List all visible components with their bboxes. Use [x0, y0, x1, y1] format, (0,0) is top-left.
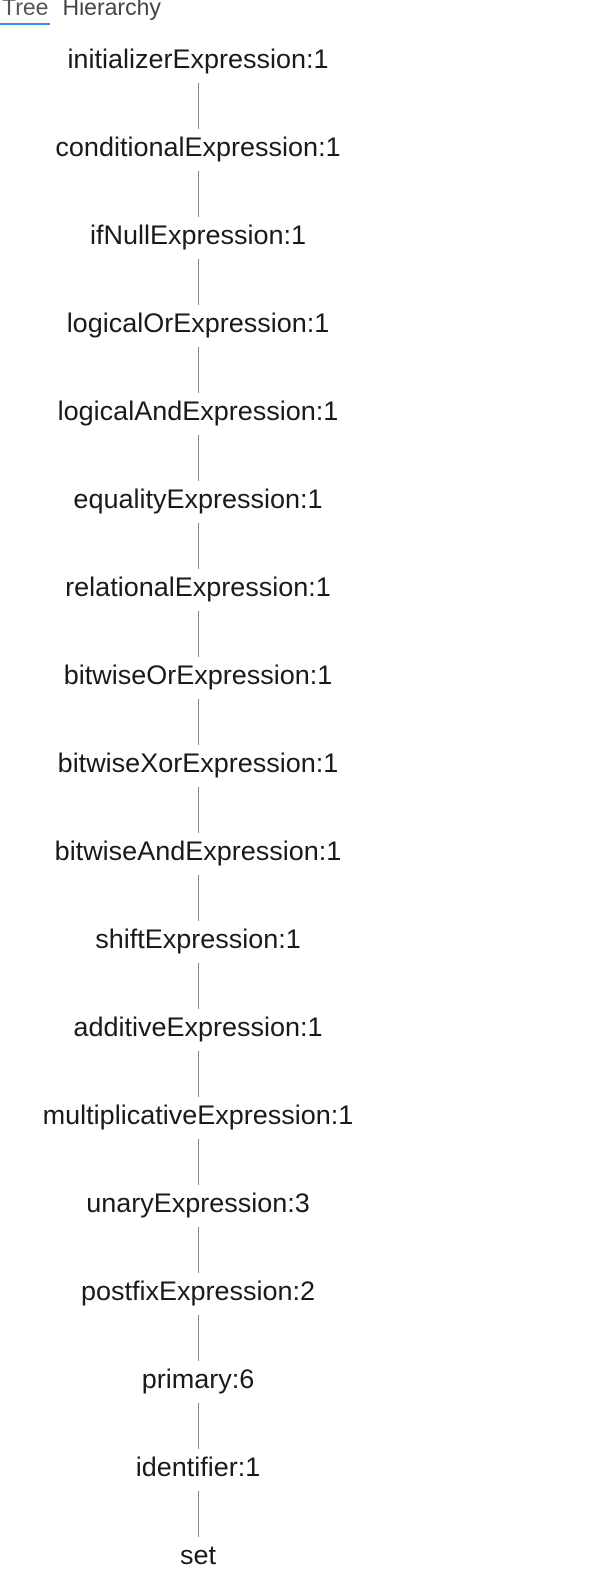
- tree-edge: [198, 1051, 199, 1097]
- tree-node[interactable]: identifier:1: [135, 1452, 261, 1482]
- tree-node[interactable]: initializerExpression:1: [67, 44, 329, 74]
- tree-node[interactable]: multiplicativeExpression:1: [42, 1100, 354, 1130]
- tree-edge: [198, 171, 199, 217]
- tree-edge: [198, 1227, 199, 1273]
- tree-edge: [198, 699, 199, 745]
- tree-edge: [198, 259, 199, 305]
- tree-node[interactable]: logicalOrExpression:1: [66, 308, 330, 338]
- tab-tree[interactable]: Tree: [0, 0, 51, 25]
- tree-edge: [198, 611, 199, 657]
- view-tabs: Tree Hierarchy: [0, 0, 173, 26]
- tree-node[interactable]: ifNullExpression:1: [89, 220, 307, 250]
- tree-node[interactable]: bitwiseXorExpression:1: [57, 748, 339, 778]
- tree-edge: [198, 347, 199, 393]
- tree-edge: [198, 963, 199, 1009]
- tree-edge: [198, 1315, 199, 1361]
- tree-node[interactable]: unaryExpression:3: [86, 1188, 310, 1218]
- tree-edge: [198, 875, 199, 921]
- tree-node[interactable]: logicalAndExpression:1: [57, 396, 339, 426]
- tree-edge: [198, 83, 199, 129]
- tree-edge: [198, 1491, 199, 1537]
- tree-node[interactable]: set: [179, 1540, 217, 1570]
- tree-edge: [198, 1403, 199, 1449]
- tree-node[interactable]: bitwiseOrExpression:1: [63, 660, 333, 690]
- tree-node[interactable]: relationalExpression:1: [65, 572, 331, 602]
- tab-hierarchy[interactable]: Hierarchy: [62, 0, 161, 20]
- tree-node[interactable]: conditionalExpression:1: [55, 132, 341, 162]
- tree-edge: [198, 1139, 199, 1185]
- tree-node[interactable]: shiftExpression:1: [95, 924, 301, 954]
- tree-edge: [198, 435, 199, 481]
- tree-node[interactable]: equalityExpression:1: [73, 484, 323, 514]
- tree-node[interactable]: postfixExpression:2: [80, 1276, 316, 1306]
- tree-node[interactable]: bitwiseAndExpression:1: [54, 836, 342, 866]
- tree-node[interactable]: additiveExpression:1: [73, 1012, 323, 1042]
- tree-edge: [198, 787, 199, 833]
- tree-edge: [198, 523, 199, 569]
- tree-node[interactable]: primary:6: [141, 1364, 255, 1394]
